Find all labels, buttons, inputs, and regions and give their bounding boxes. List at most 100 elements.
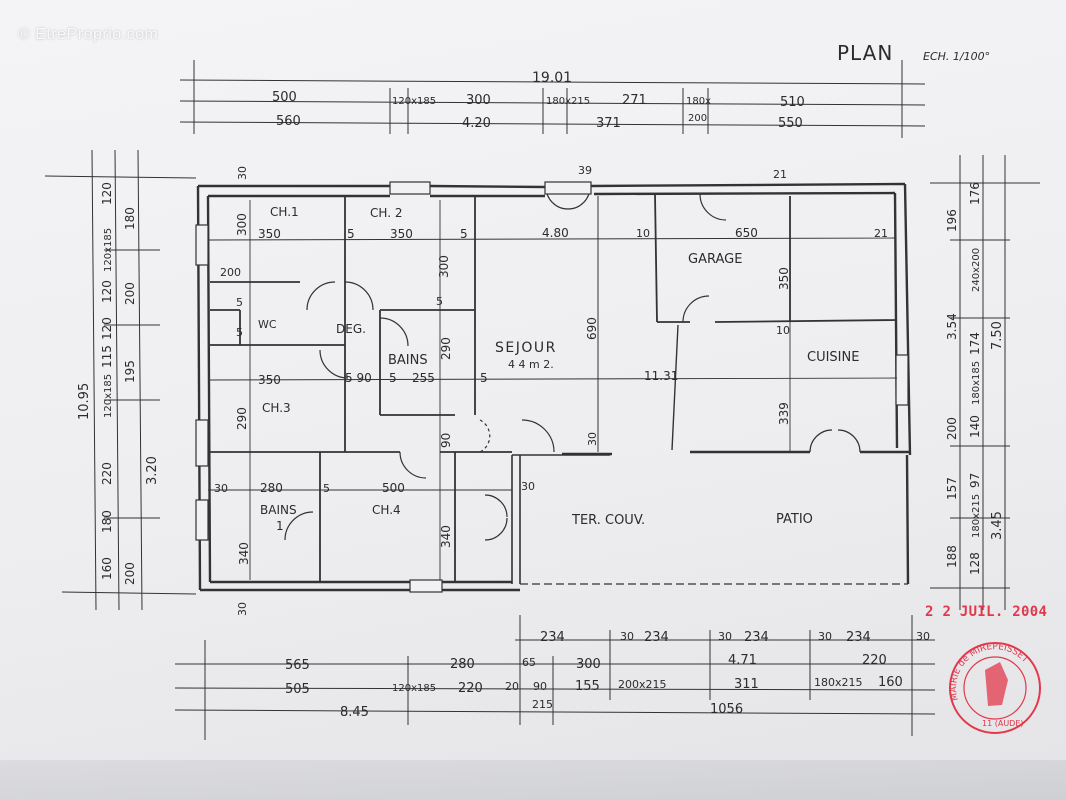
dim-in-5d: 5 [436,295,443,308]
room-garage: GARAGE [688,252,742,267]
dim-bot-1: 234 [540,630,565,645]
dim-in-350b: 350 [390,227,413,241]
dim-left-a9: 160 [100,557,114,580]
room-ch1: CH.1 [270,205,299,219]
paper-fold [0,760,1066,800]
dim-in-690: 690 [585,317,599,340]
dim-right-a2: 3.54 [945,313,959,340]
bottom-dimension-lines [174,615,936,740]
dim-in-350a: 350 [258,227,281,241]
dim-bot-9: 565 [285,658,310,673]
dim-in-300b: 300 [437,255,451,278]
dim-bot-21: 200x215 [618,678,667,691]
dim-in-30b: 30 [586,432,599,446]
windows [195,181,909,593]
date-stamp: 2 2 JUIL. 2004 [925,604,1048,620]
interior-dim-lines [207,200,898,580]
dim-in-10b: 10 [776,324,790,337]
dim-left-a2: 120x185 [103,228,114,272]
dim-bot-25: 8.45 [340,705,369,720]
dim-bot-16: 120x185 [392,683,436,694]
dim-in-30-top: 30 [236,166,249,180]
dim-right-a1: 196 [945,209,959,232]
dim-left-a6: 120x185 [103,374,114,418]
dim-bot-5: 234 [744,630,769,645]
dim-left-a3: 120 [100,280,114,303]
top-dimensions: 19.01 500 120x185 300 180x215 271 180x 5… [272,70,805,131]
dim-in-339: 339 [777,402,791,425]
top-dimension-lines [179,60,926,138]
dim-bot-23: 180x215 [814,676,863,689]
dim-top-5: 271 [622,93,647,108]
dim-top-10: 371 [596,116,621,131]
dim-in-650: 650 [735,226,758,240]
dim-bot-13: 4.71 [728,653,757,668]
dim-left-b5: 200 [123,562,137,585]
dim-bot-22: 311 [734,677,759,692]
interior-dimensions: 30 350 5 350 5 4.80 10 650 21 21 39 300 … [214,164,888,616]
dim-bot-3: 234 [644,630,669,645]
dim-in-480: 4.80 [542,226,569,240]
dim-bot-7: 234 [846,630,871,645]
right-dimension-lines [930,155,1040,610]
dim-right-c2: 3.45 [990,511,1005,540]
dim-bot-24: 160 [878,675,903,690]
dim-bot-6: 30 [818,630,832,643]
watermark: © EtreProprio.com [18,26,159,43]
dim-right-a3: 200 [945,417,959,440]
dim-left-b4: 3.20 [145,456,160,485]
dim-bot-27: 1056 [710,702,743,717]
dim-in-5f: 5 [389,371,397,385]
dim-left-a1: 120 [100,182,114,205]
dim-bot-2: 30 [620,630,634,643]
dim-right-b4: 180x185 [971,361,982,405]
dim-right-b8: 128 [968,552,982,575]
room-sejour: SEJOUR [495,340,557,356]
room-labels: CH.1 CH. 2 DEG. WC BAINS SEJOUR 4 4 m 2.… [258,205,859,533]
room-wc: WC [258,318,277,331]
dim-right-b5: 140 [968,415,982,438]
dim-in-30c: 30 [214,482,228,495]
room-ch3: CH.3 [262,401,291,415]
room-sejour-area: 4 4 m 2. [508,358,554,371]
dim-in-340b: 340 [439,525,453,548]
dim-in-10a: 10 [636,227,650,240]
dim-bot-11: 65 [522,656,536,669]
mairie-seal: MAIRIE de MIREPEISSET 11 (AUDE) [949,642,1041,734]
room-terrasse-couverte: TER. COUV. [571,513,645,528]
dim-in-90a: 90 [439,433,453,448]
dim-total-width: 19.01 [532,70,572,86]
dim-in-39: 39 [578,164,592,177]
dim-left-b2: 200 [123,282,137,305]
dim-bot-26: 215 [532,698,553,711]
left-dimensions: 10.95 120 120x185 120 120 115 120x185 22… [77,182,160,585]
dim-in-255: 255 [412,371,435,385]
dim-bot-4: 30 [718,630,732,643]
dim-in-290a: 290 [439,337,453,360]
dim-top-2: 120x185 [392,96,436,107]
dim-left-a8: 180 [100,510,114,533]
dim-right-b3: 174 [968,332,982,355]
dim-right-b7: 180x215 [971,494,982,538]
dim-in-500: 500 [382,481,405,495]
dim-in-590: 5 90 [345,371,372,385]
dim-in-5a: 5 [347,227,355,241]
dim-bot-18: 20 [505,680,519,693]
dim-top-11: 200 [688,113,707,124]
dim-left-a4: 120 [100,317,114,340]
dim-bot-20: 155 [575,679,600,694]
dim-in-5g: 5 [480,371,488,385]
dim-bot-14: 220 [862,653,887,668]
seal-emblem-icon [985,662,1008,706]
doors [284,186,861,541]
dim-in-350d: 350 [258,373,281,387]
room-patio: PATIO [776,512,813,527]
dim-left-b1: 180 [123,207,137,230]
plan-scale: ECH. 1/100° [923,50,990,63]
dim-left-b3: 195 [123,360,137,383]
right-dimensions: 196 3.54 200 157 188 176 240x200 174 180… [945,182,1005,575]
dim-bot-15: 505 [285,682,310,697]
dim-right-b6: 97 [968,473,982,488]
dim-in-200: 200 [220,266,241,279]
